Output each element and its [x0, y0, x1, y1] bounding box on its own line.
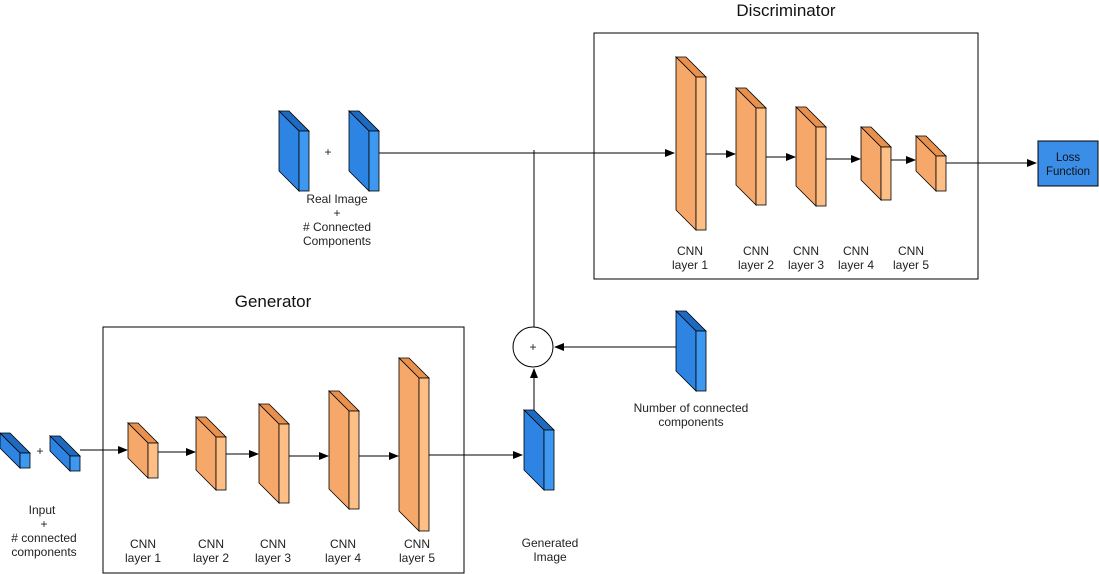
plus-sign: +	[324, 145, 331, 159]
discriminator-layer-label: layer 2	[738, 258, 774, 272]
discriminator-layer-label: layer 3	[788, 258, 824, 272]
input-label: +	[40, 517, 47, 531]
generated-image-label: Generated	[522, 536, 579, 550]
discriminator-layer-label: CNN	[793, 244, 819, 258]
discriminator-cnn-layer-2	[735, 87, 767, 206]
generator-layer-label: CNN	[404, 537, 430, 551]
num-components-block	[675, 310, 707, 392]
discriminator-cnn-layer-5	[915, 135, 947, 192]
generator-title: Generator	[235, 292, 312, 311]
generator-cnn-layer-2	[195, 416, 227, 491]
generator-cnn-layer-3	[258, 403, 290, 504]
input-label: components	[11, 545, 76, 559]
generator-layer-label: CNN	[198, 537, 224, 551]
discriminator-title: Discriminator	[736, 1, 836, 20]
real-image-label: # Connected	[303, 220, 371, 234]
input-plus-sign: +	[36, 444, 43, 458]
discriminator-frame	[593, 32, 979, 280]
input-block	[0, 432, 31, 469]
discriminator-layer-label: CNN	[743, 244, 769, 258]
real-image-label: Real Image	[306, 192, 368, 206]
discriminator-cnn-layer-4	[860, 126, 892, 201]
combiner-node	[512, 326, 554, 368]
generator-layer-label: layer 2	[193, 551, 229, 565]
discriminator-layer-label: layer 4	[838, 258, 874, 272]
input-label: # connected	[11, 531, 76, 545]
real-image-block	[278, 110, 310, 192]
discriminator-layer-label: CNN	[843, 244, 869, 258]
discriminator-layer-label: layer 1	[672, 258, 708, 272]
input-components-block	[49, 435, 81, 472]
generator-cnn-layer-1	[127, 422, 159, 479]
num-components-label: components	[658, 415, 723, 429]
generator-layer-label: layer 1	[125, 551, 161, 565]
discriminator-layer-label: CNN	[898, 244, 924, 258]
generator-layer-label: layer 3	[255, 551, 291, 565]
generated-image-block	[523, 409, 555, 491]
num-components-label: Number of connected	[634, 401, 749, 415]
generated-image-label: Image	[533, 550, 567, 564]
discriminator-cnn-layer-1	[675, 56, 707, 231]
generator-cnn-layer-4	[328, 390, 360, 510]
loss-function-label: Function	[1046, 166, 1090, 178]
generator-layer-label: layer 4	[325, 551, 361, 565]
discriminator-cnn-layer-3	[795, 106, 827, 207]
real-image-label: Components	[303, 234, 371, 248]
generator-layer-label: layer 5	[399, 551, 435, 565]
generator-layer-label: CNN	[330, 537, 356, 551]
real-image-label: +	[333, 206, 340, 220]
discriminator-layer-label: CNN	[677, 244, 703, 258]
generator-layer-label: CNN	[130, 537, 156, 551]
combiner-plus: +	[529, 340, 536, 354]
input-label: Input	[29, 503, 56, 517]
generator-cnn-layer-5	[398, 357, 430, 532]
loss-function-box	[1037, 140, 1099, 187]
loss-function-label: Loss	[1056, 152, 1081, 164]
generator-layer-label: CNN	[260, 537, 286, 551]
discriminator-layer-label: layer 5	[893, 258, 929, 272]
connected-components-block	[348, 110, 380, 192]
